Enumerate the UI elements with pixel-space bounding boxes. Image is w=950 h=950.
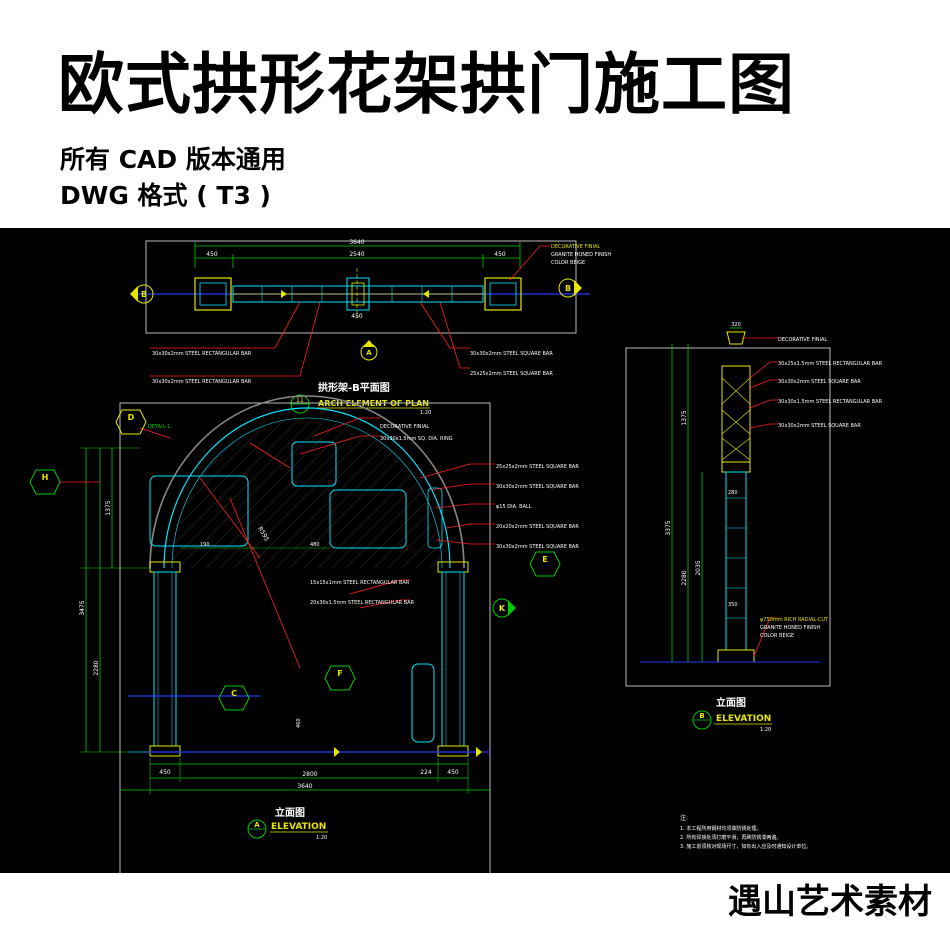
plan-note-right2: 25x25x2mm STEEL SQUARE BAR [470,371,553,377]
side-dim-h1: 2280 [681,570,688,585]
front-note-8: 15x15x1mm STEEL RECTANGULAR BAR [310,580,410,586]
front-dim-gap: 224 [420,769,432,776]
general-notes: 注: 1. 本工程所用钢材均须做防锈处理。 2. 所有焊接处须打磨平滑，再刷防锈… [680,814,811,850]
plan-dim-mid: 2540 [349,251,364,258]
front-dim-h2: 1375 [105,500,112,515]
notes-head: 注: [680,814,688,822]
side-note-4: 30x30x1.5mm STEEL RECTANGULAR BAR [778,399,883,405]
front-note-1: DECORATIVE FINIAL [380,424,429,430]
side-dim-top: 320 [731,322,741,328]
side-dim-h4: 280 [728,490,738,496]
front-dim-total: 3640 [297,783,312,790]
front-dim-width2: 2800 [302,771,317,778]
svg-text:H: H [42,473,49,482]
plan-note-left2: 30x30x2mm STEEL RECTANGULAR BAR [152,379,252,385]
subtitle-compat: 所有 CAD 版本通用 [60,145,286,174]
plan-section-b-left: B [141,290,147,299]
page-title: 欧式拱形花架拱门施工图 [58,46,795,123]
plan-section-b-right: B [565,284,571,293]
side-note-2: 30x25x1.5mm STEEL RECTANGULAR BAR [778,361,883,367]
side-caption-scale: 1:20 [760,727,771,733]
notes-line-1: 1. 本工程所用钢材均须做防锈处理。 [680,825,761,832]
side-note-1: DECORATIVE FINIAL [778,337,827,343]
side-frame [625,347,831,687]
cad-drawing: 3640 450 2540 450 450 B B [29,239,883,873]
svg-text:E: E [542,555,547,564]
tag-d: D DETAIL-1 [115,409,170,435]
front-note-5: φ15 DIA. BALL [496,504,532,510]
column-right [437,561,469,757]
svg-text:C: C [231,689,237,698]
front-caption-scale: 1:20 [316,835,327,841]
notes-line-3: 3. 施工前须核对现场尺寸，如有出入应及时通知设计单位。 [680,843,811,850]
tag-c: C [218,685,250,711]
front-dim-h5: 460 [296,718,302,728]
plan-callout-top1: DECORATIVE FINIAL [551,244,600,250]
front-note-2: 30x30x1.5mm SQ. DIA. RING [380,436,453,442]
plan-dim-overall: 3640 [349,239,364,246]
front-dim-h3: 480 [310,542,320,548]
front-caption-cn: 立面图 [275,806,305,819]
side-dim-htotal: 3375 [665,520,672,535]
plan-column-right [484,277,522,311]
side-dim-h2: 1375 [681,410,688,425]
front-dim-htotal: 3475 [79,600,86,615]
plan-callout-top2: GRANITE HONED FINISH [551,252,611,258]
front-dim-h1: 2280 [93,660,100,675]
arch-plan-detail-num: 11 [296,397,304,404]
front-note-6: 20x20x2mm STEEL SQUARE BAR [496,524,579,530]
arch-inner [163,407,451,569]
plan-callout-top3: COLOR BEIGE [551,260,585,266]
side-note-5: 30x30x2mm STEEL SQUARE BAR [778,423,861,429]
tag-e: E [529,551,561,577]
side-dim-h3: 2035 [695,560,702,575]
plan-dim-right: 450 [494,251,506,258]
front-note-4: 30x30x2mm STEEL SQUARE BAR [496,484,579,490]
side-note-8: COLOR BEIGE [760,633,794,639]
side-dim-h5: 350 [728,602,738,608]
plan-view: 3640 450 2540 450 450 B B [130,239,611,385]
front-note-3: 25x25x2mm STEEL SQUARE BAR [496,464,579,470]
front-note-7: 30x30x2mm STEEL SQUARE BAR [496,544,579,550]
front-caption-tag: A [254,821,260,829]
front-dim-h4: 190 [200,542,210,548]
side-caption-en: ELEVATION [716,714,771,724]
tag-f: F [324,665,356,691]
column-left [149,561,181,757]
arch-plan-scale: 1:20 [420,410,431,416]
brand-watermark: 遇山艺术素材 [728,882,932,922]
front-frame [119,402,491,873]
tag-k: K [492,598,516,618]
arch-outer [149,395,465,569]
side-elevation: 320 3375 1375 2280 2035 280 350 DECORATI… [625,322,883,733]
cad-drawing-panel: 3640 450 2540 450 450 B B [0,228,950,873]
subtitle-format: DWG 格式 ( T3 ) [60,181,271,210]
front-elevation: 拱形架-B平面图 11 ARCH ELEMENT OF PLAN 1:20 [29,381,579,873]
side-caption-tag: B [699,712,704,720]
front-dim-bleft: 450 [159,769,171,776]
tag-h: H [29,469,100,495]
svg-text:F: F [337,669,342,678]
side-note-7: GRANITE HONED FINISH [760,625,820,631]
side-note-6: φ750mm RICH RADIAL-CUT [760,617,829,623]
side-caption-cn: 立面图 [716,696,746,709]
plan-note-right1: 30x30x2mm STEEL SQUARE BAR [470,351,553,357]
front-dim-bright: 450 [447,769,459,776]
plan-note-left1: 30x30x2mm STEEL RECTANGULAR BAR [152,351,252,357]
arch-plan-title-cn: 拱形架-B平面图 [318,381,390,394]
plan-column-left [194,277,232,311]
plan-dim-center: 450 [351,313,363,320]
front-caption-en: ELEVATION [271,822,326,832]
side-note-3: 30x30x2mm STEEL SQUARE BAR [778,379,861,385]
notes-line-2: 2. 所有焊接处须打磨平滑，再刷防锈漆两遍。 [680,834,781,841]
svg-text:K: K [499,604,506,613]
svg-text:D: D [128,413,135,422]
plan-section-a: A [366,349,372,357]
plan-dim-left: 450 [206,251,218,258]
front-note-9: 20x30x1.5mm STEEL RECTANGULAR BAR [310,600,415,606]
detail-label: DETAIL-1 [148,424,170,430]
